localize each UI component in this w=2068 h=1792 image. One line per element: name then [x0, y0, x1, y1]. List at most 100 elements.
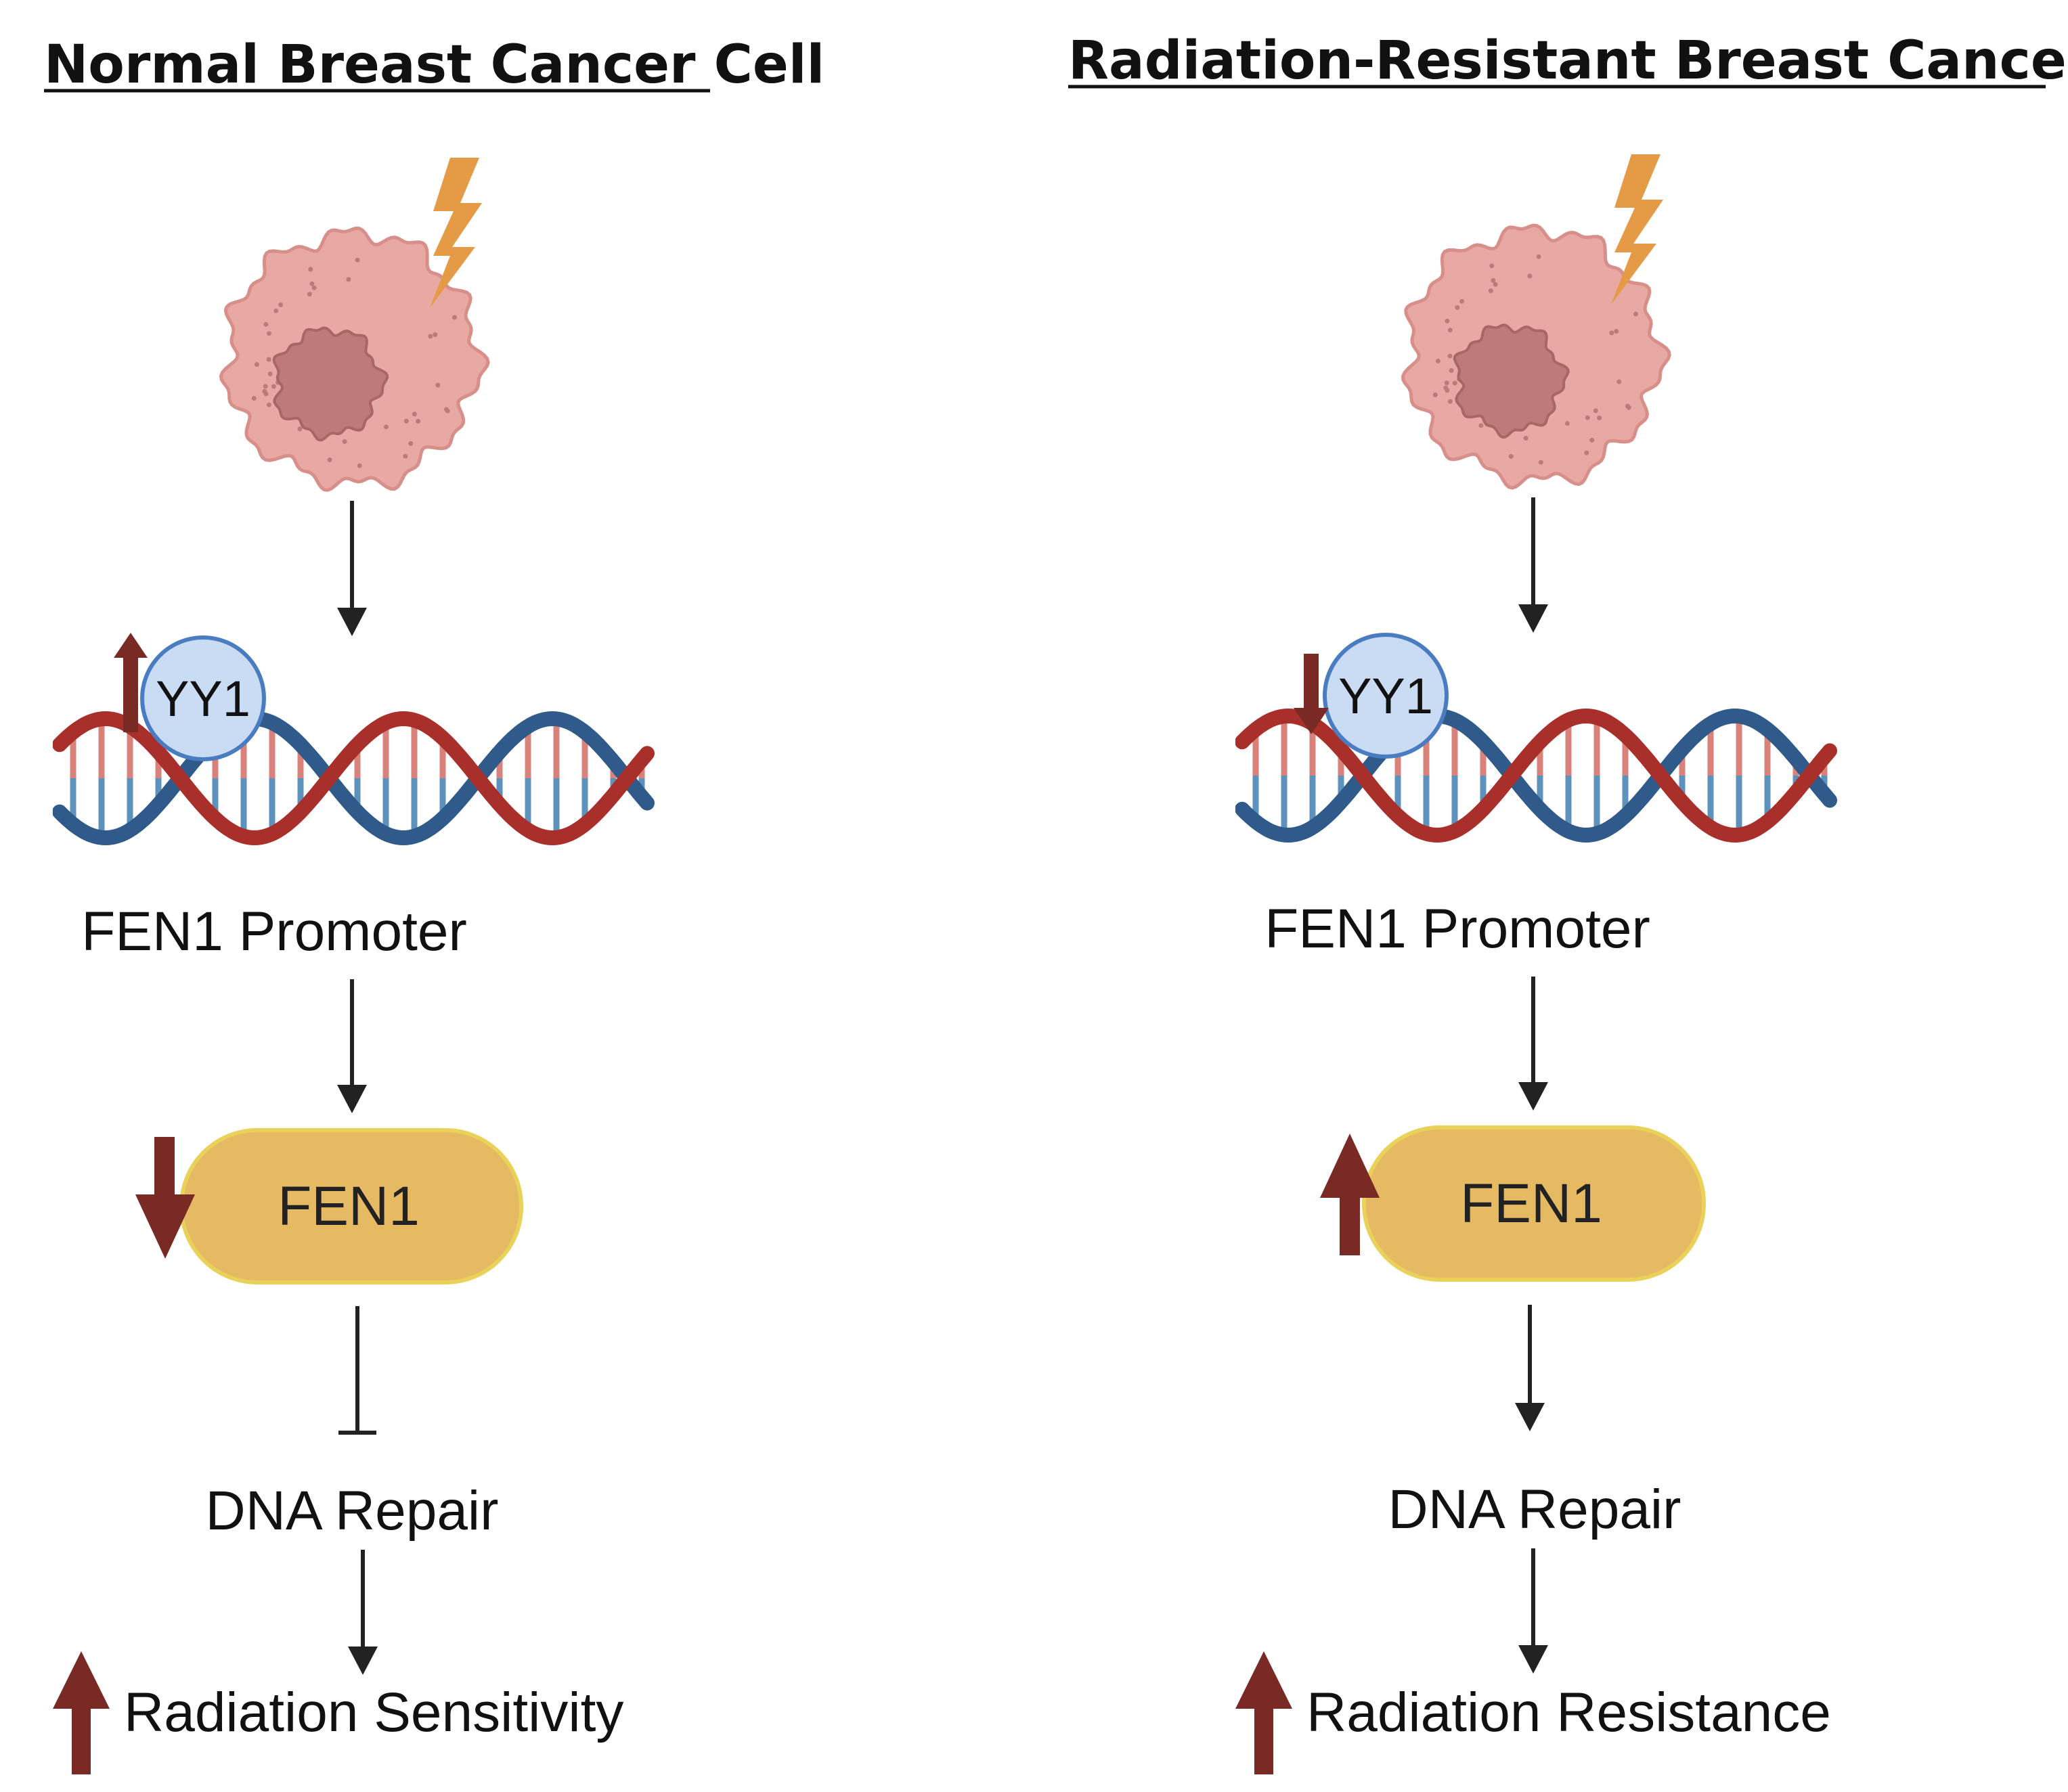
cell-granule — [1589, 437, 1595, 443]
cell-granule — [307, 292, 312, 297]
cell-granule — [1459, 298, 1465, 304]
cell-granule — [1597, 416, 1602, 420]
cell-granule — [327, 457, 332, 462]
cell-granule — [1609, 330, 1614, 336]
cell-granule — [308, 267, 313, 272]
radiation-bolt-icon — [430, 158, 482, 308]
arrowhead-icon — [1518, 1082, 1548, 1111]
cell-granule — [271, 384, 276, 389]
promoter-label: FEN1 Promoter — [1264, 898, 1650, 960]
repair-label: DNA Repair — [1388, 1479, 1681, 1540]
arrowhead-icon — [1515, 1403, 1545, 1431]
cell-granule — [1488, 288, 1493, 294]
cell-granule — [445, 408, 450, 413]
cell-granule — [267, 372, 273, 376]
panel-title: Radiation-Resistant Breast Cancer Cell — [1068, 30, 2068, 91]
yy1-label: YY1 — [156, 671, 250, 727]
cell-granule — [266, 331, 271, 336]
yy1-protein-icon — [1323, 633, 1449, 759]
cell-granule — [263, 391, 269, 397]
cell-granule — [1493, 282, 1498, 287]
cell-nucleus — [1453, 323, 1570, 439]
cell-granule — [263, 384, 268, 389]
dna-helix-icon — [1235, 708, 1837, 843]
yy1-up-arrow-icon — [114, 633, 148, 732]
cell-granule — [1491, 277, 1496, 283]
radiation-bolt-icon — [1611, 154, 1663, 305]
cell-granule — [1523, 436, 1528, 441]
cell-granule — [1432, 393, 1438, 397]
arrowhead-icon — [1518, 1645, 1548, 1674]
outcome-label: Radiation Resistance — [1306, 1682, 1831, 1743]
cell-granule — [346, 277, 351, 282]
fen1-down-arrow-icon — [135, 1137, 195, 1259]
cell-granule — [1633, 311, 1638, 317]
repair-label: DNA Repair — [206, 1480, 499, 1542]
cell-granule — [254, 362, 259, 367]
cell-granule — [1445, 388, 1450, 393]
cell-granule — [273, 308, 279, 313]
cancer-cell-icon — [1401, 223, 1671, 490]
cell-granule — [1585, 415, 1590, 420]
cell-granule — [1536, 254, 1541, 259]
cell-granule — [1455, 305, 1460, 310]
arrowhead-icon — [1518, 604, 1548, 633]
cell-granule — [408, 441, 414, 446]
yy1-protein-icon — [140, 635, 266, 761]
yy1-label: YY1 — [1338, 668, 1433, 724]
cell-granule — [263, 321, 269, 327]
cell-granule — [1449, 368, 1454, 373]
arrowhead-icon — [337, 1085, 367, 1113]
cell-granule — [1584, 450, 1589, 455]
yy1-down-arrow-icon — [1294, 654, 1329, 734]
arrowhead-icon — [348, 1647, 378, 1675]
dna-strand-blue — [1235, 708, 1837, 843]
cell-granule — [278, 302, 284, 307]
cell-granule — [403, 453, 408, 459]
cell-granule — [342, 439, 347, 444]
fen1-label: FEN1 — [1460, 1173, 1602, 1234]
cell-granule — [403, 418, 409, 424]
dna-helix-icon — [53, 711, 655, 846]
cell-granule — [297, 426, 303, 432]
cell-granule — [355, 257, 360, 263]
cell-granule — [251, 396, 257, 401]
cell-granule — [309, 281, 315, 286]
cell-granule — [1614, 329, 1619, 334]
cell-granule — [1478, 423, 1484, 428]
dna-strand-red — [53, 711, 655, 846]
cell-granule — [266, 357, 271, 362]
dna-strand-blue — [53, 711, 655, 846]
cell-granule — [1444, 380, 1449, 386]
cell-granule — [1447, 353, 1453, 359]
cell-granule — [1593, 408, 1598, 413]
fen1-label: FEN1 — [278, 1175, 420, 1237]
cell-granule — [1616, 379, 1622, 384]
cell-granule — [1538, 460, 1543, 465]
promoter-label: FEN1 Promoter — [81, 901, 467, 962]
arrowhead-icon — [337, 608, 367, 636]
panel-title: Normal Breast Cancer Cell — [44, 35, 824, 95]
cell-granule — [1527, 273, 1533, 279]
cell-granule — [416, 419, 421, 424]
cell-granule — [1447, 399, 1453, 404]
cell-granule — [383, 424, 389, 430]
outcome-label: Radiation Sensitivity — [124, 1682, 623, 1743]
outcome-up-arrow-icon — [1235, 1651, 1292, 1774]
cell-granule — [1445, 318, 1450, 323]
cell-granule — [412, 411, 417, 417]
outcome-up-arrow-icon — [53, 1651, 110, 1774]
panel-resistant: Radiation-Resistant Breast Cancer Cell Y… — [1068, 30, 2068, 1774]
cell-nucleus — [272, 326, 389, 442]
cell-granule — [1489, 263, 1495, 269]
cell-granule — [311, 285, 317, 290]
cell-granule — [1626, 405, 1631, 410]
dna-strand-red — [1235, 708, 1837, 843]
cell-granule — [357, 463, 362, 468]
fen1-protein-pill — [1362, 1125, 1706, 1282]
cell-granule — [433, 332, 438, 337]
cell-granules — [251, 257, 457, 468]
cell-granule — [1447, 328, 1453, 333]
fen1-up-arrow-icon — [1320, 1134, 1380, 1255]
